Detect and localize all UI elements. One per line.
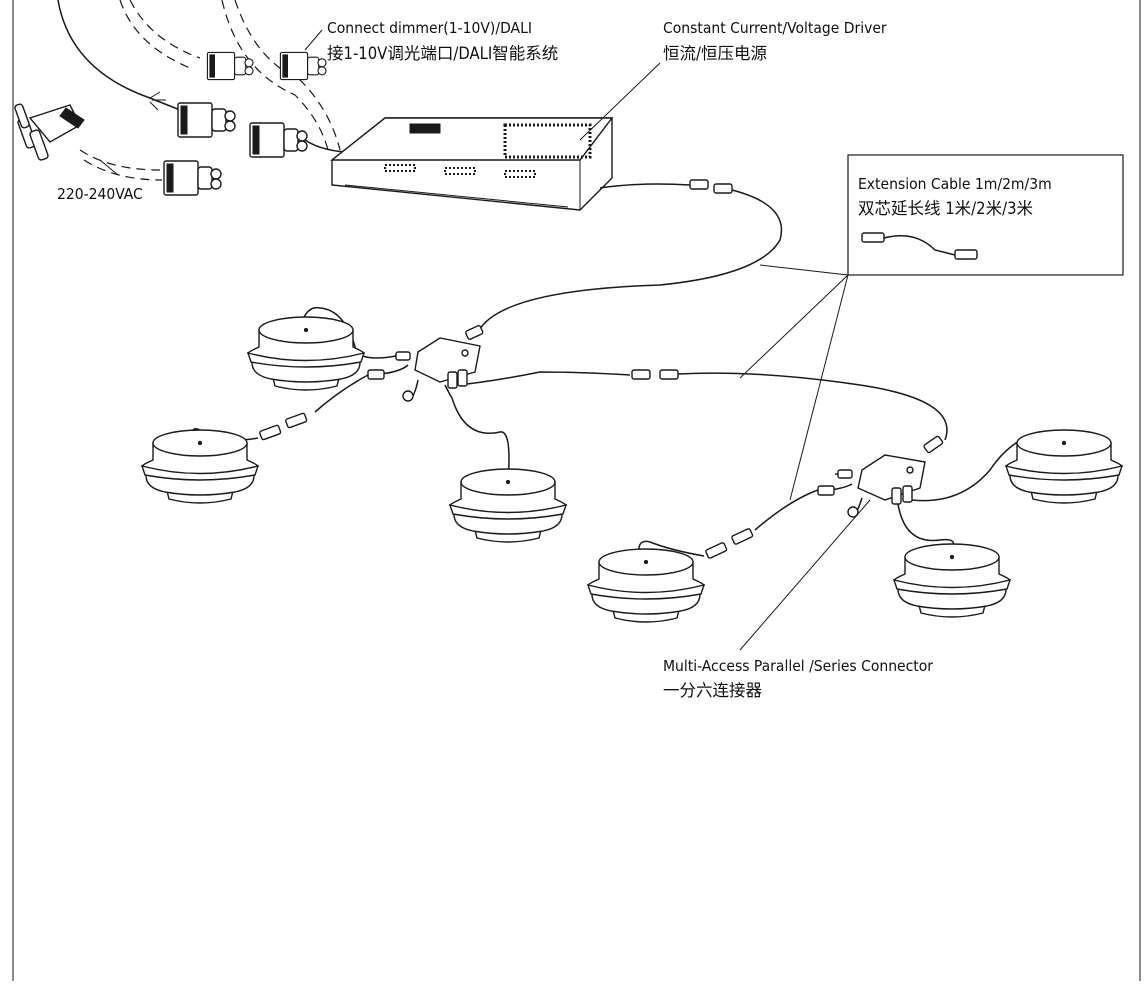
driver-output-cable xyxy=(465,179,783,340)
hub1-cables xyxy=(190,306,948,481)
hub2-cables xyxy=(638,430,1065,561)
leader-lines xyxy=(99,29,871,651)
mains-plug-icon xyxy=(14,103,85,161)
power-driver-icon xyxy=(329,117,614,211)
driver-label-en: Constant Current/Voltage Driver xyxy=(663,19,887,37)
extension-label-cn: 双芯延长线 1米/2米/3米 xyxy=(858,199,1033,218)
dimmer-label-en: Connect dimmer(1-10V)/DALI xyxy=(327,19,532,37)
connector-label-en: Multi-Access Parallel /Series Connector xyxy=(663,657,933,675)
extension-inset-box xyxy=(847,154,1124,276)
mains-label: 220-240VAC xyxy=(57,185,143,203)
six-way-connector-icon-2 xyxy=(817,454,926,518)
connector-label-cn: 一分六连接器 xyxy=(663,681,763,700)
dimmer-label-cn: 接1-10V调光端口/DALI智能系统 xyxy=(327,44,558,63)
six-way-connector-icon xyxy=(367,337,481,402)
terminal-connector-icon xyxy=(163,51,327,196)
extension-label-en: Extension Cable 1m/2m/3m xyxy=(858,175,1052,193)
extension-cable-icon xyxy=(861,232,978,260)
puck-light-icon xyxy=(141,316,1123,623)
driver-label-cn: 恒流/恒压电源 xyxy=(663,44,767,63)
mains-wires xyxy=(57,0,346,181)
